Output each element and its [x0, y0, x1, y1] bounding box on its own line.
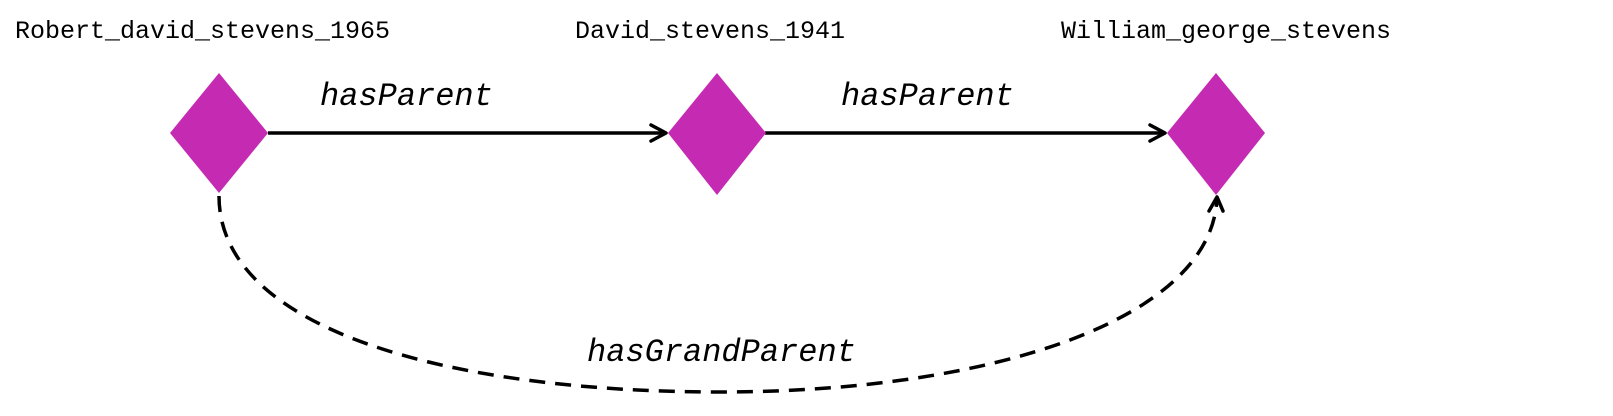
- node-diamond-william[interactable]: [1167, 73, 1265, 195]
- node-label-david: David_stevens_1941: [575, 17, 845, 46]
- edge-label-hasparent-2: hasParent: [841, 78, 1014, 115]
- node-diamond-david[interactable]: [668, 73, 766, 195]
- node-label-william: William_george_stevens: [1061, 17, 1391, 46]
- edge-label-hasparent-1: hasParent: [320, 78, 493, 115]
- edge-hasparent-2-arrowhead: [1148, 123, 1167, 143]
- node-label-robert: Robert_david_stevens_1965: [15, 17, 390, 46]
- edge-hasgrandparent-curve: [217, 195, 1219, 394]
- edge-hasparent-1-arrowhead: [649, 123, 668, 143]
- edge-label-hasgrandparent: hasGrandParent: [587, 334, 856, 371]
- node-diamond-robert[interactable]: [170, 73, 268, 193]
- edge-hasgrandparent-arrowhead: [1207, 195, 1225, 213]
